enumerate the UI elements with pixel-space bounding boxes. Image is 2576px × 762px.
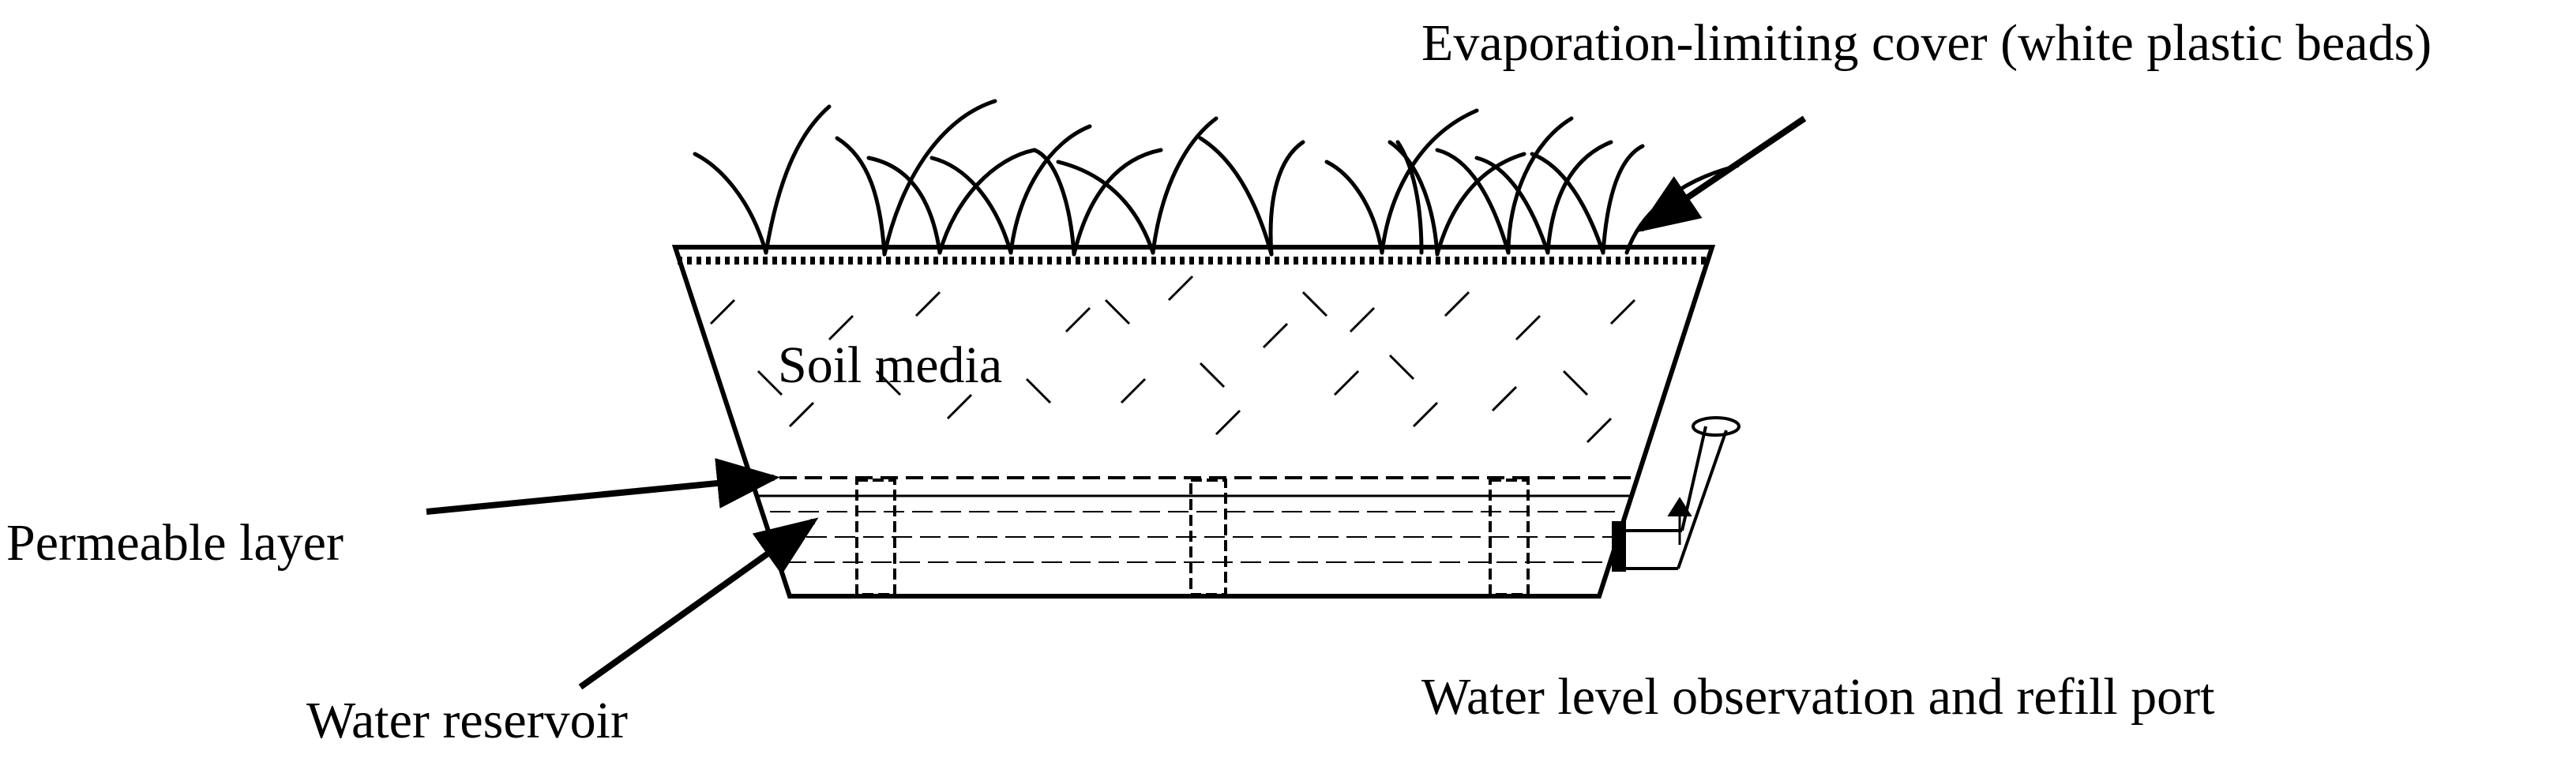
- cover-arrow: [1635, 115, 1807, 233]
- refill-port-label: Water level observation and refill port: [1421, 668, 2215, 726]
- permeable-layer-label: Permeable layer: [6, 514, 344, 572]
- water-lines: [770, 511, 1623, 563]
- soil-media-label: Soil media: [778, 336, 1003, 394]
- reservoir-arrow: [578, 517, 819, 690]
- plant-leaves: [693, 99, 1740, 257]
- planter-container: [671, 245, 1716, 599]
- evaporation-cover-label: Evaporation-limiting cover (white plasti…: [1421, 14, 2432, 72]
- permeable-arrow: [426, 458, 780, 515]
- soil-hatching: [709, 275, 1636, 444]
- water-reservoir-label: Water reservoir: [306, 692, 628, 749]
- wick-columns: [855, 479, 1530, 596]
- refill-port-pipe: [1612, 416, 1740, 572]
